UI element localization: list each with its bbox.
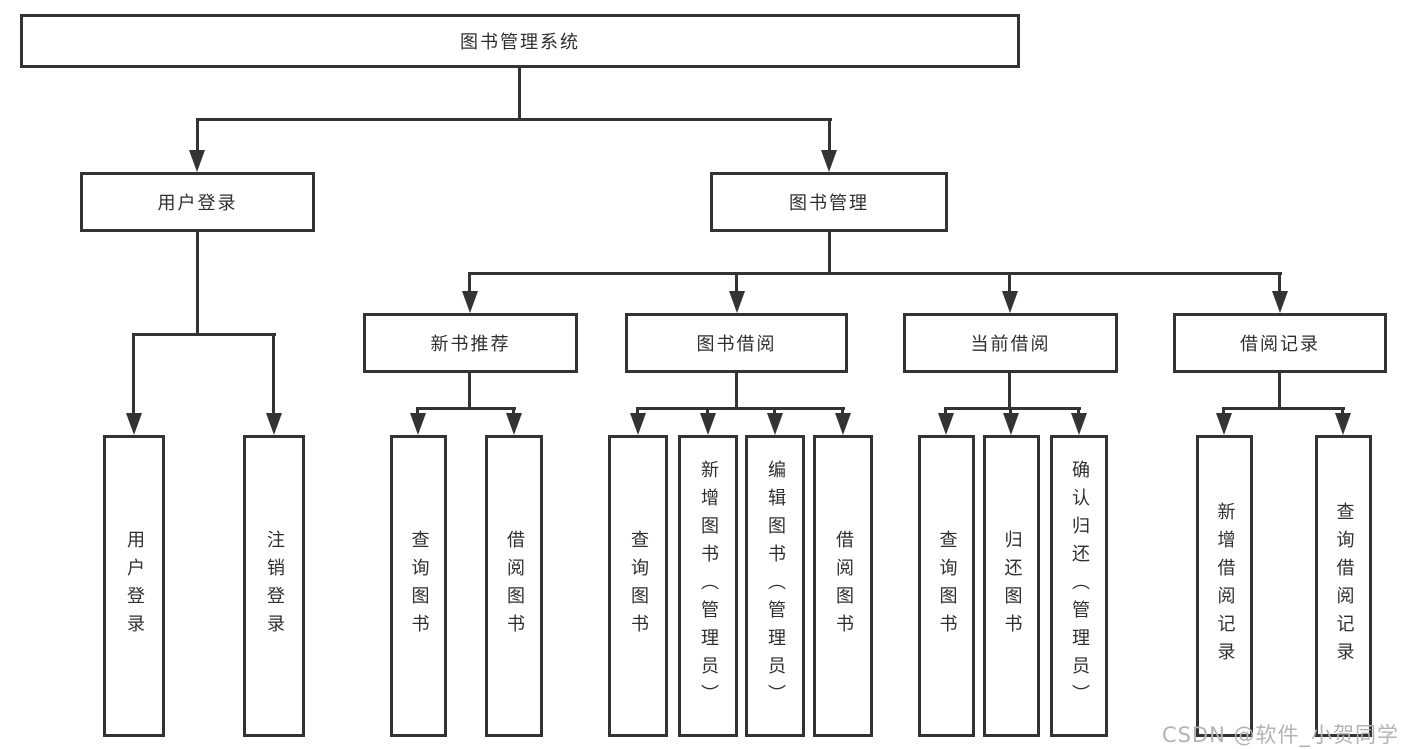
connector-line bbox=[468, 275, 471, 294]
connector-line bbox=[1008, 373, 1011, 409]
node-new-book-recommend: 新书推荐 bbox=[363, 313, 578, 373]
arrowhead-icon bbox=[410, 413, 426, 435]
connector-line bbox=[272, 336, 275, 415]
node-return-books: 归还图书 bbox=[983, 435, 1040, 737]
node-current-borrowing: 当前借阅 bbox=[903, 313, 1118, 373]
node-logout: 注销登录 bbox=[243, 435, 305, 737]
connector-line bbox=[518, 68, 521, 120]
arrowhead-icon bbox=[700, 413, 716, 435]
connector-line bbox=[1222, 407, 1345, 410]
arrowhead-icon bbox=[189, 150, 205, 172]
arrowhead-icon bbox=[1272, 291, 1288, 313]
arrowhead-icon bbox=[1071, 413, 1087, 435]
arrowhead-icon bbox=[126, 413, 142, 435]
arrowhead-icon bbox=[821, 150, 837, 172]
arrowhead-icon bbox=[729, 291, 745, 313]
node-query-books-borrowing-label: 查询图书 bbox=[628, 530, 649, 642]
node-borrow-books-recommend-label: 借阅图书 bbox=[504, 530, 525, 642]
arrowhead-icon bbox=[835, 413, 851, 435]
connector-line bbox=[196, 118, 832, 121]
arrowhead-icon bbox=[1335, 413, 1351, 435]
node-edit-books-admin: 编辑图书（管理员） bbox=[745, 435, 805, 737]
connector-line bbox=[1008, 275, 1011, 294]
node-query-borrow-record: 查询借阅记录 bbox=[1315, 435, 1372, 737]
node-book-management-label: 图书管理 bbox=[789, 193, 869, 214]
connector-line bbox=[1278, 373, 1281, 409]
arrowhead-icon bbox=[1002, 291, 1018, 313]
node-query-books-recommend: 查询图书 bbox=[390, 435, 447, 737]
connector-line bbox=[828, 121, 831, 152]
csdn-watermark: CSDN @软件_小贺同学 bbox=[1161, 723, 1399, 747]
node-return-books-label: 归还图书 bbox=[1001, 530, 1023, 642]
connector-line bbox=[468, 373, 471, 409]
node-borrow-books-borrowing-label: 借阅图书 bbox=[833, 530, 854, 642]
node-query-books-recommend-label: 查询图书 bbox=[408, 530, 430, 642]
connector-line bbox=[196, 232, 199, 336]
node-user-login-label: 用户登录 bbox=[157, 193, 238, 214]
node-new-book-recommend-label: 新书推荐 bbox=[430, 334, 511, 355]
node-borrowing-records: 借阅记录 bbox=[1173, 313, 1387, 373]
connector-line bbox=[468, 272, 1282, 275]
node-borrow-books-borrowing: 借阅图书 bbox=[813, 435, 873, 737]
node-add-borrow-record: 新增借阅记录 bbox=[1196, 435, 1253, 737]
node-user-login-leaf: 用户登录 bbox=[103, 435, 165, 737]
connector-line bbox=[196, 121, 199, 152]
node-query-books-borrowing: 查询图书 bbox=[608, 435, 668, 737]
node-query-books-current: 查询图书 bbox=[918, 435, 975, 737]
node-query-borrow-record-label: 查询借阅记录 bbox=[1333, 502, 1355, 670]
arrowhead-icon bbox=[462, 291, 478, 313]
node-confirm-return-admin: 确认归还（管理员） bbox=[1050, 435, 1108, 737]
node-confirm-return-admin-label: 确认归还（管理员） bbox=[1069, 460, 1090, 712]
node-borrowing-records-label: 借阅记录 bbox=[1240, 334, 1320, 355]
connector-line bbox=[636, 407, 845, 410]
connector-line bbox=[1278, 275, 1281, 294]
node-current-borrowing-label: 当前借阅 bbox=[970, 334, 1051, 355]
connector-line bbox=[132, 333, 276, 336]
node-add-books-admin: 新增图书（管理员） bbox=[678, 435, 738, 737]
arrowhead-icon bbox=[506, 413, 522, 435]
node-edit-books-admin-label: 编辑图书（管理员） bbox=[765, 460, 786, 712]
node-book-borrowing-label: 图书借阅 bbox=[696, 334, 777, 355]
arrowhead-icon bbox=[767, 413, 783, 435]
connector-line bbox=[735, 373, 738, 409]
connector-line bbox=[828, 232, 831, 274]
arrowhead-icon bbox=[630, 413, 646, 435]
connector-line bbox=[132, 336, 135, 415]
arrowhead-icon bbox=[1216, 413, 1232, 435]
node-borrow-books-recommend: 借阅图书 bbox=[485, 435, 543, 737]
node-root: 图书管理系统 bbox=[20, 14, 1020, 68]
node-user-login: 用户登录 bbox=[80, 172, 315, 232]
arrowhead-icon bbox=[1003, 413, 1019, 435]
node-query-books-current-label: 查询图书 bbox=[936, 530, 958, 642]
connector-line bbox=[944, 407, 1081, 410]
node-add-borrow-record-label: 新增借阅记录 bbox=[1214, 502, 1236, 670]
connector-line bbox=[735, 275, 738, 294]
node-book-management: 图书管理 bbox=[710, 172, 948, 232]
node-book-borrowing: 图书借阅 bbox=[625, 313, 848, 373]
node-root-label: 图书管理系统 bbox=[460, 32, 580, 53]
arrowhead-icon bbox=[938, 413, 954, 435]
node-logout-label: 注销登录 bbox=[264, 530, 285, 642]
node-add-books-admin-label: 新增图书（管理员） bbox=[698, 460, 719, 712]
node-user-login-leaf-label: 用户登录 bbox=[124, 530, 145, 642]
connector-line bbox=[416, 407, 516, 410]
arrowhead-icon bbox=[266, 413, 282, 435]
